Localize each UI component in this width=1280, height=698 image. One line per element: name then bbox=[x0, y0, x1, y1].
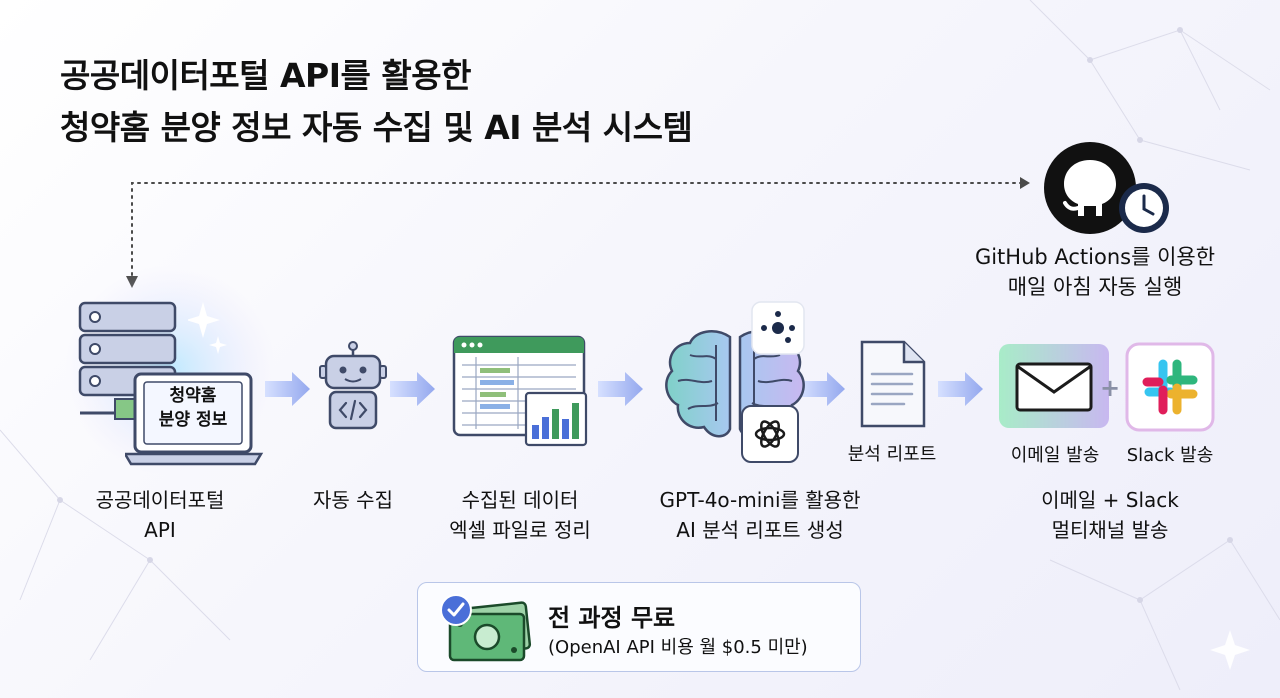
clock-icon bbox=[1119, 183, 1169, 233]
arrow-1 bbox=[265, 372, 310, 406]
step-label-ai: GPT-4o-mini를 활용한 AI 분석 리포트 생성 bbox=[620, 485, 900, 545]
free-title: 전 과정 무료 bbox=[548, 604, 676, 632]
slack-label: Slack 발송 bbox=[1126, 445, 1214, 466]
laptop-screen-line-1: 청약홈 bbox=[169, 386, 217, 406]
email-label: 이메일 발송 bbox=[1010, 445, 1100, 466]
arrow-3 bbox=[598, 372, 643, 406]
robot-icon bbox=[319, 341, 387, 430]
spreadsheet-icon bbox=[452, 335, 588, 447]
title-line-2: 청약홈 분양 정보 자동 수집 및 AI 분석 시스템 bbox=[60, 108, 693, 147]
title-line-1: 공공데이터포털 API를 활용한 bbox=[60, 56, 471, 95]
arrow-2 bbox=[390, 372, 435, 406]
scheduler-label-line-1: GitHub Actions를 이용한 bbox=[974, 245, 1216, 269]
step-label-send-line-1: 이메일 + Slack bbox=[1041, 488, 1179, 512]
step-label-api: 공공데이터포털 API bbox=[50, 485, 270, 545]
sparkle-icon bbox=[188, 302, 227, 354]
step-label-collect: 자동 수집 bbox=[278, 485, 428, 515]
network-nodes-icon bbox=[751, 301, 805, 355]
github-icon bbox=[1044, 142, 1136, 234]
free-subtitle: (OpenAI API 비용 월 $0.5 미만) bbox=[548, 637, 808, 658]
openai-icon bbox=[741, 405, 799, 463]
money-icon bbox=[440, 594, 532, 662]
scheduler-label: GitHub Actions를 이용한 매일 아침 자동 실행 bbox=[950, 242, 1240, 302]
step-label-collect-line-1: 자동 수집 bbox=[313, 488, 393, 512]
step-label-send-line-2: 멀티채널 발송 bbox=[1051, 518, 1169, 542]
step-label-excel-line-1: 수집된 데이터 bbox=[461, 488, 579, 512]
email-icon bbox=[999, 344, 1109, 428]
sparkle-icon bbox=[1210, 630, 1250, 670]
scheduler-label-line-2: 매일 아침 자동 실행 bbox=[1007, 275, 1183, 299]
laptop-icon bbox=[125, 372, 264, 466]
page-title: 공공데이터포털 API를 활용한 청약홈 분양 정보 자동 수집 및 AI 분석… bbox=[60, 50, 693, 154]
arrow-4 bbox=[800, 372, 845, 406]
arrow-5 bbox=[938, 372, 983, 406]
slack-icon bbox=[1125, 342, 1215, 432]
step-label-ai-line-2: AI 분석 리포트 생성 bbox=[676, 518, 844, 542]
step-label-api-line-1: 공공데이터포털 bbox=[95, 488, 225, 512]
step-label-excel-line-2: 엑셀 파일로 정리 bbox=[449, 518, 591, 542]
step-label-ai-line-1: GPT-4o-mini를 활용한 bbox=[659, 488, 861, 512]
plus-sign: + bbox=[1100, 374, 1121, 402]
step-label-api-line-2: API bbox=[144, 518, 176, 542]
laptop-screen-text: 청약홈 분양 정보 bbox=[144, 384, 242, 432]
step-label-send: 이메일 + Slack 멀티채널 발송 bbox=[990, 485, 1230, 545]
report-label: 분석 리포트 bbox=[847, 444, 937, 465]
laptop-screen-line-2: 분양 정보 bbox=[158, 410, 228, 430]
document-icon bbox=[860, 340, 926, 428]
step-label-excel: 수집된 데이터 엑셀 파일로 정리 bbox=[410, 485, 630, 545]
